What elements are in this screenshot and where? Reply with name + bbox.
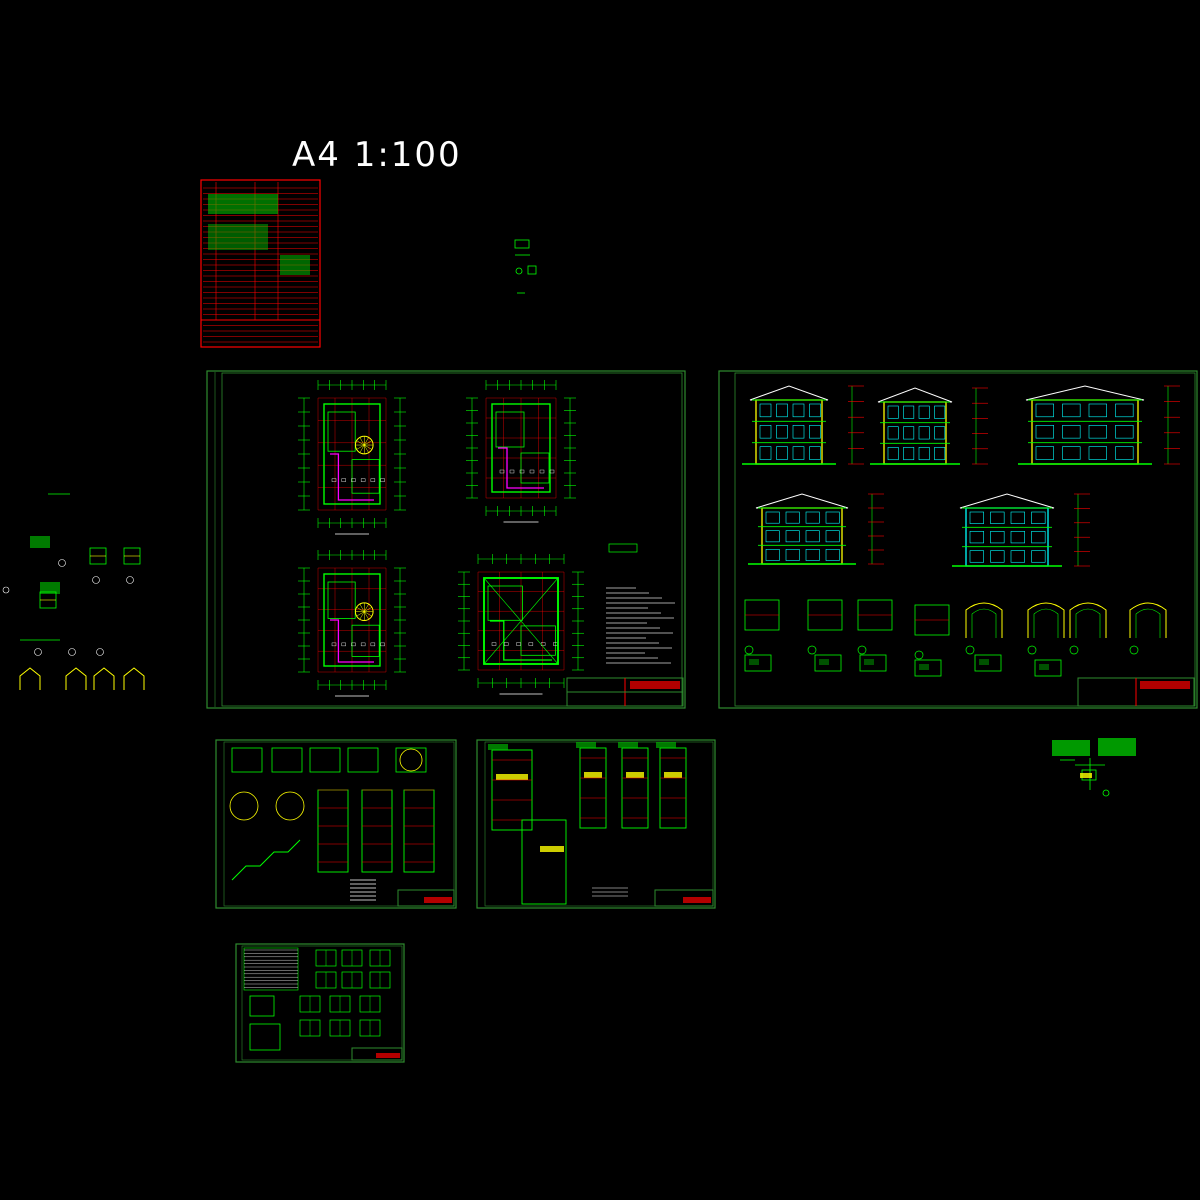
elevation-view xyxy=(742,385,864,465)
general-notes xyxy=(606,543,675,664)
wall-section xyxy=(659,747,687,829)
arch-detail xyxy=(65,667,87,690)
arch-detail xyxy=(123,667,145,690)
spiral-stair xyxy=(275,791,305,821)
floor-plan xyxy=(298,550,406,697)
wall-section xyxy=(579,747,607,829)
spiral-stair xyxy=(229,791,259,821)
elevation-sheet[interactable] xyxy=(718,370,1198,709)
elevation-view xyxy=(870,387,988,465)
wall-section xyxy=(521,819,567,905)
title-block xyxy=(1077,677,1195,707)
wall-section xyxy=(621,747,649,829)
door-window-schedule-sheet[interactable] xyxy=(235,943,405,1063)
floor-plan-sheet[interactable] xyxy=(206,370,686,709)
elevation-view xyxy=(748,493,884,565)
stair-detail-sheet[interactable] xyxy=(215,739,457,909)
right-detail-note[interactable] xyxy=(1052,738,1136,797)
left-detail-cluster[interactable] xyxy=(2,493,145,690)
schedule-table xyxy=(243,947,299,991)
floor-plan xyxy=(466,380,576,523)
section-detail xyxy=(317,789,349,873)
floor-plan xyxy=(458,554,584,695)
door-elevation xyxy=(249,1023,281,1051)
stair-plan xyxy=(347,747,379,773)
arch-detail xyxy=(19,667,41,690)
wall-section-sheet[interactable] xyxy=(476,739,716,909)
elevation-view xyxy=(1018,385,1180,465)
legend-note xyxy=(514,239,537,294)
floor-plan xyxy=(298,380,406,535)
door-elevation xyxy=(249,995,275,1017)
elevation-view xyxy=(952,493,1090,567)
title-block xyxy=(566,677,684,707)
stair-plan xyxy=(231,747,263,773)
stair-plan xyxy=(309,747,341,773)
wall-section xyxy=(491,749,533,831)
drawing-title: A4 1:100 xyxy=(292,135,462,175)
section-detail xyxy=(361,789,393,873)
arch-detail xyxy=(93,667,115,690)
drawing-index-sheet[interactable] xyxy=(200,179,321,348)
section-detail xyxy=(403,789,435,873)
stair-section xyxy=(231,839,301,881)
detail-row xyxy=(744,599,1167,677)
stair-plan xyxy=(271,747,303,773)
stair-plan xyxy=(395,747,427,773)
roof-plan xyxy=(458,554,584,695)
